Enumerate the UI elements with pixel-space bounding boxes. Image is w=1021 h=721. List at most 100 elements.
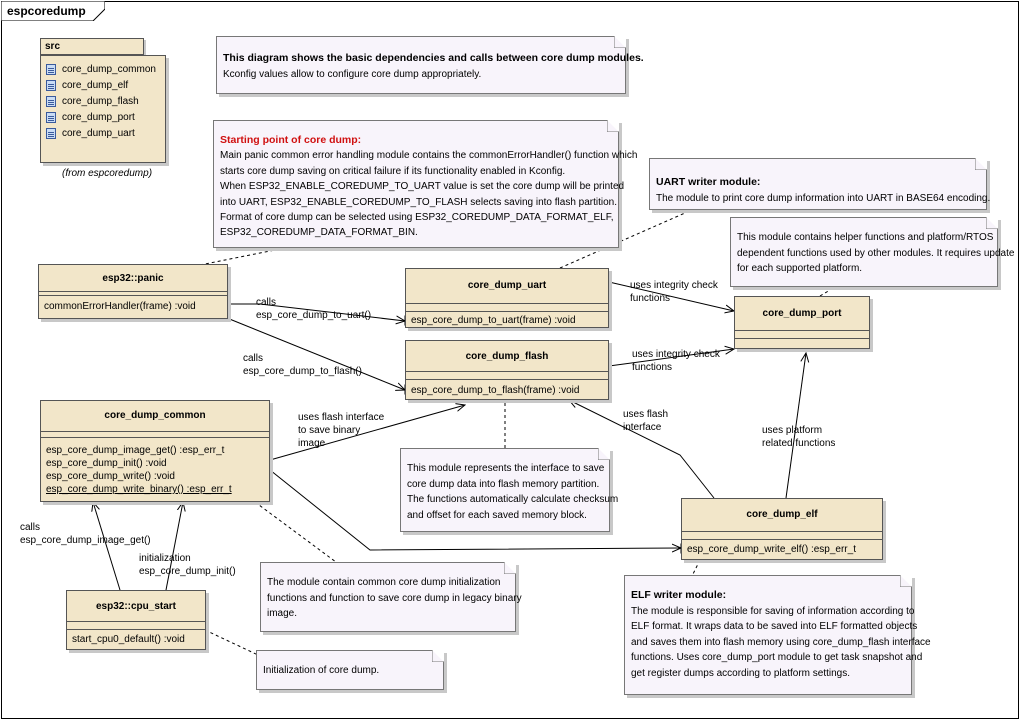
class-operation[interactable]: esp_core_dump_write_binary() :esp_err_t — [46, 484, 232, 495]
class-esp32-panic[interactable]: esp32::panic commonErrorHandler(frame) :… — [38, 264, 228, 319]
edge-common-to-elf — [269, 469, 681, 550]
note-line: get register dumps according to platform… — [631, 667, 850, 679]
label-line: interface — [623, 422, 662, 433]
note-elf-writer[interactable]: ELF writer module: The module is respons… — [624, 575, 931, 695]
note-overview-title: This diagram shows the basic dependencie… — [223, 52, 644, 64]
label-cpu-init: initialization esp_core_dump_init() — [139, 552, 236, 578]
source-file-icon — [46, 95, 56, 107]
class-divider — [682, 539, 882, 540]
package-item-core-dump-flash[interactable]: core_dump_flash — [46, 94, 139, 108]
class-esp32-cpu-start[interactable]: esp32::cpu_start start_cpu0_default() :v… — [66, 590, 206, 650]
class-divider — [406, 311, 608, 312]
class-divider — [406, 303, 608, 304]
label-panic-uart: calls esp_core_dump_to_uart() — [256, 296, 371, 322]
class-core-dump-common[interactable]: core_dump_common esp_core_dump_image_get… — [40, 400, 270, 502]
note-common-module[interactable]: The module contain common core dump init… — [260, 562, 522, 632]
note-line: image. — [267, 608, 298, 619]
edge-flash-to-port — [608, 349, 734, 367]
note-line: Main panic common error handling module … — [220, 150, 638, 162]
class-name: core_dump_port — [762, 308, 842, 319]
class-divider — [39, 291, 227, 292]
class-core-dump-flash[interactable]: core_dump_flash esp_core_dump_to_flash(f… — [405, 340, 609, 400]
label-panic-flash: calls esp_core_dump_to_flash() — [243, 352, 362, 378]
class-name: esp32::panic — [102, 273, 164, 284]
note-link-init — [204, 629, 259, 656]
source-file-icon — [46, 111, 56, 123]
note-init[interactable]: Initialization of core dump. — [256, 650, 444, 690]
note-fold-icon — [986, 217, 998, 229]
class-operation[interactable]: esp_core_dump_write() :void — [46, 471, 175, 482]
note-line: Kconfig values allow to configure core d… — [223, 68, 482, 80]
label-line: esp_core_dump_image_get() — [20, 535, 151, 546]
edge-panic-to-uart — [227, 303, 405, 321]
label-line: to save binary — [298, 425, 361, 436]
package-item-core-dump-elf[interactable]: core_dump_elf — [46, 78, 128, 92]
class-operation[interactable]: esp_core_dump_image_get() :esp_err_t — [46, 445, 225, 456]
note-link-port — [819, 289, 831, 297]
edge-cpu-to-common-init — [165, 502, 183, 591]
label-flash-port: uses integrity check functions — [632, 348, 720, 374]
note-line: The module is responsible for saving of … — [631, 605, 915, 617]
label-line: related functions — [762, 438, 836, 449]
class-operation[interactable]: esp_core_dump_to_flash(frame) :void — [411, 385, 580, 396]
class-operation[interactable]: esp_core_dump_to_uart(frame) :void — [411, 315, 576, 326]
class-name: core_dump_uart — [467, 280, 547, 291]
note-port-module[interactable]: This module contains helper functions an… — [730, 217, 1015, 287]
label-line: initialization — [139, 553, 191, 564]
label-line: uses flash interface — [298, 412, 385, 423]
edge-common-to-flash — [269, 405, 465, 461]
edge-elf-to-port — [785, 353, 806, 499]
package-item-core-dump-port[interactable]: core_dump_port — [46, 110, 135, 124]
note-starting-point-title: Starting point of core dump: — [220, 134, 362, 146]
note-line: The module contain common core dump init… — [267, 577, 501, 588]
note-line: This module represents the interface to … — [407, 463, 605, 474]
note-line: This module contains helper functions an… — [737, 232, 994, 243]
class-divider — [406, 379, 608, 380]
source-file-icon — [46, 127, 56, 139]
note-overview[interactable]: This diagram shows the basic dependencie… — [216, 36, 644, 94]
class-operation[interactable]: commonErrorHandler(frame) :void — [44, 301, 196, 312]
class-operation[interactable]: esp_core_dump_init() :void — [46, 458, 167, 469]
note-line: Initialization of core dump. — [263, 665, 380, 676]
note-link-common — [254, 501, 341, 566]
note-line: Format of core dump can be selected usin… — [220, 212, 614, 224]
class-divider — [39, 295, 227, 296]
class-operation[interactable]: esp_core_dump_write_elf() :esp_err_t — [687, 544, 856, 555]
class-name: core_dump_flash — [465, 351, 549, 362]
note-link-uart — [559, 212, 686, 269]
package-src[interactable]: core_dump_common core_dump_elf core_dump… — [40, 55, 166, 163]
label-uart-port: uses integrity check functions — [630, 279, 718, 305]
note-link-start — [199, 244, 301, 266]
diagram-title: espcoredump — [7, 4, 86, 18]
note-starting-point[interactable]: Starting point of core dump: Main panic … — [213, 120, 638, 248]
edge-cpu-to-common-image-get — [93, 502, 121, 591]
package-item-core-dump-common[interactable]: core_dump_common — [46, 62, 156, 76]
class-core-dump-port[interactable]: core_dump_port — [734, 296, 870, 349]
note-fold-icon — [504, 562, 516, 574]
note-link-elf — [691, 559, 701, 577]
package-item-core-dump-uart[interactable]: core_dump_uart — [46, 126, 135, 140]
label-cpu-image-get: calls esp_core_dump_image_get() — [20, 521, 151, 547]
note-elf-writer-title: ELF writer module: — [631, 589, 727, 601]
note-line: dependent functions used by other module… — [737, 247, 1015, 259]
label-line: uses integrity check — [630, 280, 718, 291]
class-divider — [735, 338, 869, 339]
source-file-icon — [46, 79, 56, 91]
label-line: calls — [243, 353, 264, 364]
label-line: calls — [256, 297, 277, 308]
note-fold-icon — [432, 650, 444, 662]
note-uart-writer[interactable]: UART writer module: The module to print … — [649, 158, 990, 210]
label-line: uses integrity check — [632, 349, 720, 360]
class-operation[interactable]: start_cpu0_default() :void — [72, 634, 185, 645]
class-core-dump-uart[interactable]: core_dump_uart esp_core_dump_to_uart(fra… — [405, 268, 609, 328]
class-core-dump-elf[interactable]: core_dump_elf esp_core_dump_write_elf() … — [681, 498, 883, 560]
package-name: src — [45, 41, 61, 52]
note-fold-icon — [975, 158, 987, 170]
label-elf-flash: uses flash interface — [623, 408, 668, 434]
note-line: ELF format. It wraps data to be saved in… — [631, 621, 918, 632]
note-flash-module[interactable]: This module represents the interface to … — [400, 448, 618, 532]
label-line: esp_core_dump_to_flash() — [243, 366, 362, 377]
class-divider — [41, 437, 269, 438]
label-line: calls — [20, 522, 41, 533]
